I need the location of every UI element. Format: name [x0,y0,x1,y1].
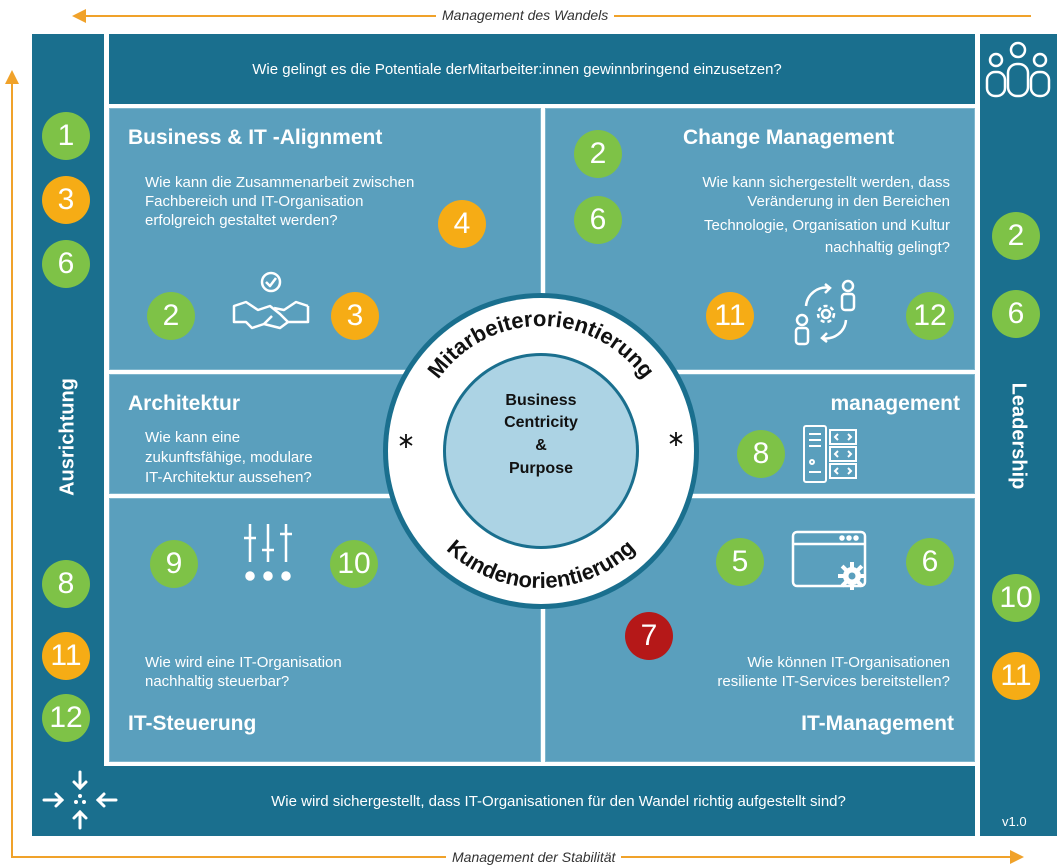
right-column [980,34,1057,836]
team-icon [985,41,1051,98]
architektur-question-line: Wie kann eine [145,429,241,446]
badge: 2 [147,292,195,340]
badge: 7 [625,612,673,660]
change-question-line: Wie kann sichergestellt werden, dass [702,174,950,191]
asterisk-icon [399,434,413,448]
core-text: & [535,437,547,454]
frame-top-label: Management des Wandels [436,6,615,24]
steuerung-question-line: Wie wird eine IT-Organisation [145,654,342,671]
change-question-line: nachhaltig gelingt? [824,239,950,256]
people-cycle-icon [794,279,856,346]
business-it-question-line: Wie kann die Zusammenarbeit zwischen [145,174,415,191]
sliders-icon [244,524,292,581]
change-title: Change Management [683,126,895,149]
badge: 3 [42,176,90,224]
architektur-question-line: zukunftsfähige, modulare [145,449,313,466]
left-column-label: Ausrichtung [56,378,79,496]
center-circle: Mitarbeiterorientierung Kundenorientieru… [383,293,699,609]
core-text: Business [505,392,576,409]
change-question-line: Veränderung in den Bereichen [747,193,950,210]
badge: 8 [42,560,90,608]
it-management-question-line: Wie können IT-Organisationen [747,654,950,671]
badge: 1 [42,112,90,160]
badge: 6 [42,240,90,288]
badge: 6 [992,290,1040,338]
business-it-question-line: Fachbereich und IT-Organisation [145,193,364,210]
badge: 6 [906,538,954,586]
badge: 10 [992,574,1040,622]
badge: 4 [438,200,486,248]
badge: 3 [331,292,379,340]
steuerung-question-line: nachhaltig steuerbar? [145,673,290,690]
business-it-question-line: erfolgreich gestaltet werden? [145,212,338,229]
management-title: management [830,392,960,415]
architektur-title: Architektur [128,392,241,415]
asterisk-icon [669,432,683,446]
handshake-icon [232,271,310,330]
badge: 11 [706,292,754,340]
core-text: Purpose [509,460,573,477]
browser-gear-icon [791,530,867,590]
steuerung-title: IT-Steuerung [128,712,257,735]
badge: 5 [716,538,764,586]
it-management-title: IT-Management [801,712,954,735]
top-bar: Wie gelingt es die Potentiale derMitarbe… [109,34,975,104]
arrow-left-icon [72,9,86,23]
bottom-bar-question: Wie wird sichergestellt, dass IT-Organis… [271,792,846,810]
badge: 11 [42,632,90,680]
bottom-bar: Wie wird sichergestellt, dass IT-Organis… [32,766,975,836]
right-column-label: Leadership [1007,382,1030,490]
badge: 12 [906,292,954,340]
version-label: v1.0 [1002,814,1027,829]
business-it-title: Business & IT -Alignment [128,126,383,149]
badge: 10 [330,540,378,588]
change-question-line: Technologie, Organisation und Kultur [704,217,950,234]
it-management-question-line: resiliente IT-Services bereitstellen? [717,673,950,690]
arrow-right-icon [1010,850,1024,864]
badge: 8 [737,430,785,478]
converge-arrows-icon [42,770,118,830]
architektur-question-line: IT-Architektur aussehen? [145,469,312,486]
badge: 6 [574,196,622,244]
core-text: Centricity [504,414,578,431]
badge: 9 [150,540,198,588]
server-code-icon [803,425,857,483]
badge: 2 [992,212,1040,260]
badge: 2 [574,130,622,178]
badge: 12 [42,694,90,742]
top-bar-question: Wie gelingt es die Potentiale derMitarbe… [252,60,782,78]
arrow-up-icon [5,70,19,84]
frame-left-line [11,84,13,857]
badge: 11 [992,652,1040,700]
frame-bottom-label: Management der Stabilität [446,848,622,866]
